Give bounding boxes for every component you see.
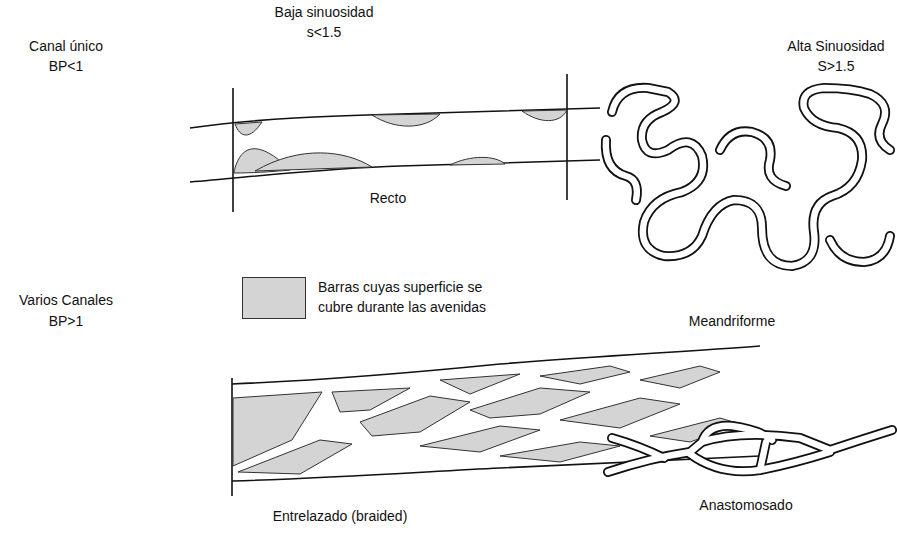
column-heading: Baja sinuosidad	[275, 4, 374, 21]
legend-text: Barras cuyas superficie se cubre durante…	[318, 277, 518, 317]
channel-type: Meandriforme	[689, 313, 775, 330]
braided-bars	[233, 366, 740, 474]
anastomosing-channel	[608, 426, 892, 472]
braiding-value: BP>1	[49, 313, 84, 330]
row-heading: Varios Canales	[19, 292, 113, 309]
bars	[234, 110, 567, 173]
sinuosity-value: s<1.5	[307, 24, 342, 41]
channel-type: Recto	[370, 190, 407, 207]
straight-channel	[190, 74, 600, 212]
sinuosity-value: S>1.5	[818, 58, 855, 75]
channel-type: Entrelazado (braided)	[273, 508, 408, 525]
meandering-channel	[606, 88, 890, 266]
channel-type: Anastomosado	[699, 497, 792, 514]
row-heading: Canal único	[29, 38, 103, 55]
column-heading: Alta Sinuosidad	[787, 38, 884, 55]
braiding-value: BP<1	[49, 58, 84, 75]
legend-swatch	[242, 277, 306, 319]
braided-channel	[232, 346, 760, 496]
